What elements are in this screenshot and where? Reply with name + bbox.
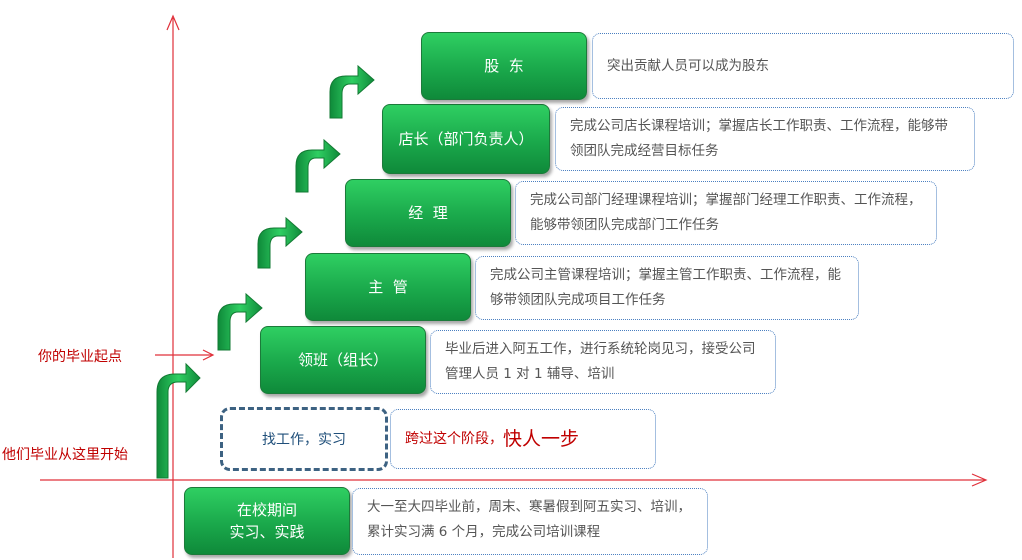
desc-school: 大一至大四毕业前，周末、寒暑假到阿五实习、培训，累计实习满 6 个月，完成公司培… (352, 488, 708, 555)
stage-store-manager: 店长（部门负责人） (382, 104, 550, 174)
horizontal-axis-arrowhead (971, 473, 988, 487)
desc-shareholder-text: 突出贡献人员可以成为股东 (607, 57, 769, 74)
step-arrow-4 (295, 138, 341, 193)
step-arrow-2 (217, 292, 263, 351)
desc-shareholder: 突出贡献人员可以成为股东 (592, 33, 1014, 99)
stage-supervisor: 主 管 (305, 253, 471, 321)
stage-team-lead-label: 领班（组长） (297, 351, 388, 369)
stage-school-label: 在校期间 实习、实践 (229, 501, 305, 541)
stage-job-label: 找工作，实习 (262, 432, 346, 448)
step-arrow-1 (156, 362, 201, 479)
vertical-axis-arrowhead (166, 14, 180, 31)
stage-team-lead: 领班（组长） (260, 326, 426, 394)
step-arrow-5 (329, 64, 375, 119)
step-arrow-3 (257, 216, 303, 269)
start-pointer-arrowhead (202, 349, 215, 361)
stage-supervisor-label: 主 管 (368, 278, 408, 296)
desc-supervisor: 完成公司主管课程培训；掌握主管工作职责、工作流程，能够带领团队完成项目工作任务 (475, 256, 859, 320)
desc-team-lead: 毕业后进入阿五工作，进行系统轮岗见习，接受公司管理人员 1 对 1 辅导、培训 (430, 330, 776, 394)
stage-manager: 经 理 (345, 179, 511, 247)
stage-shareholder: 股 东 (421, 32, 587, 100)
desc-job-prefix: 跨过这个阶段， (405, 430, 503, 447)
stage-job: 找工作，实习 (220, 407, 388, 471)
desc-job: 跨过这个阶段，快人一步 (390, 409, 656, 469)
desc-manager: 完成公司部门经理课程培训；掌握部门经理工作职责、工作流程，能够带领团队完成部门工… (515, 181, 937, 245)
your-start-label: 你的毕业起点 (38, 349, 122, 365)
stage-shareholder-label: 股 东 (484, 57, 524, 75)
they-start-label: 他们毕业从这里开始 (2, 447, 128, 463)
desc-job-emphasis: 快人一步 (503, 427, 580, 450)
desc-store-manager: 完成公司店长课程培训；掌握店长工作职责、工作流程，能够带领团队完成经营目标任务 (555, 107, 975, 171)
stage-store-manager-label: 店长（部门负责人） (398, 130, 534, 148)
stage-manager-label: 经 理 (408, 204, 448, 222)
stage-school: 在校期间 实习、实践 (184, 487, 350, 555)
